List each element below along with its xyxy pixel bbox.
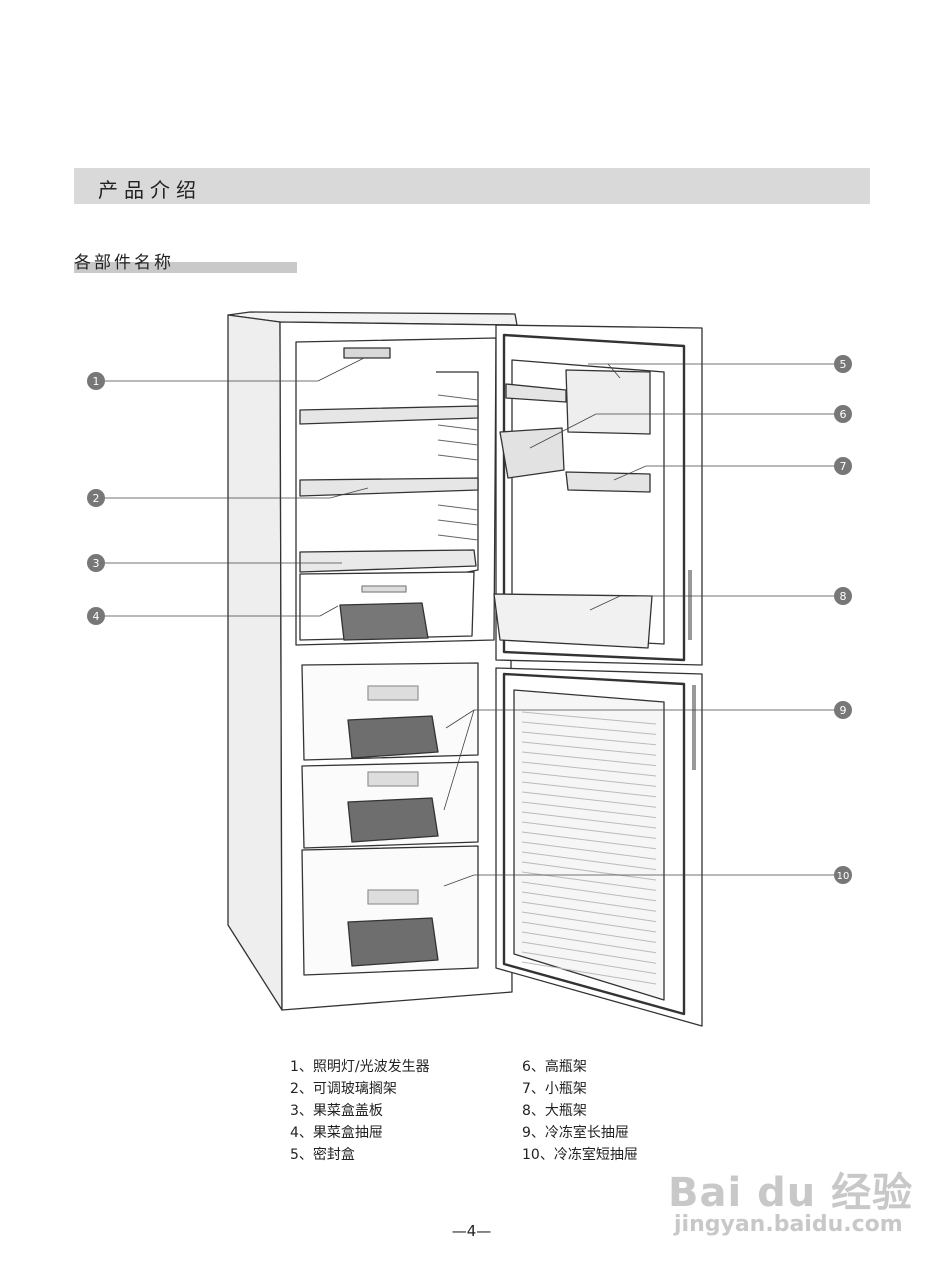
watermark-url: jingyan.baidu.com [674, 1212, 903, 1237]
legend-item: 9、冷冻室长抽屉 [522, 1125, 629, 1141]
page-number: —4— [451, 1222, 492, 1240]
freezer-liner-groove [521, 781, 657, 798]
subsection-title: 各部件名称 [74, 253, 174, 273]
sealed-box [565, 369, 651, 435]
legend-left-column: 1、照明灯/光波发生器 2、可调玻璃搁架 3、果菜盒盖板 4、果菜盒抽屉 5、密… [290, 1056, 430, 1166]
freezer-liner-groove [521, 911, 657, 933]
freezer-liner-groove [521, 861, 657, 881]
callout-2 [87, 489, 105, 507]
freezer-liner-groove [521, 881, 657, 902]
freezer-liner-groove [521, 721, 657, 735]
freezer-liner-groove [521, 741, 657, 756]
freezer-liner-groove [521, 731, 657, 746]
callout-3 [87, 554, 105, 572]
callout-4 [87, 607, 105, 625]
section-header-bar [74, 168, 870, 204]
callout-5-label: 5 [840, 358, 847, 371]
legend-item: 1、照明灯/光波发生器 [290, 1059, 430, 1075]
freezer-liner-groove [521, 711, 657, 725]
callout-5 [834, 355, 852, 373]
freezer-liner-groove [521, 851, 657, 871]
legend-item: 2、可调玻璃搁架 [290, 1081, 397, 1097]
callout-2-label: 2 [93, 492, 100, 505]
callout-3-label: 3 [93, 557, 100, 570]
small-bottle-rack [565, 471, 651, 493]
large-bottle-rack [493, 593, 653, 649]
tall-bottle-rack [499, 427, 565, 479]
baidu-watermark: Bai du 经验 jingyan.baidu.com [668, 1160, 913, 1237]
freezer-liner-groove [521, 841, 657, 860]
watermark-logo: Bai du 经验 [668, 1170, 914, 1216]
legend-item: 5、密封盒 [290, 1147, 355, 1163]
callout-1-label: 1 [93, 375, 100, 388]
subsection-underline-bar [74, 262, 297, 273]
freezer-liner-groove [521, 901, 657, 923]
callout-7 [834, 457, 852, 475]
glass-shelf [299, 477, 479, 497]
freezer-liner-groove [521, 751, 657, 767]
legend-item: 4、果菜盒抽屉 [290, 1125, 383, 1141]
freezer-liner-groove [521, 761, 657, 777]
freezer-liner-groove [521, 951, 657, 975]
callout-7-label: 7 [840, 460, 847, 473]
legend-item: 10、冷冻室短抽屉 [522, 1147, 638, 1163]
freezer-liner-groove [521, 831, 657, 850]
callout-4-label: 4 [93, 610, 100, 623]
callout-8 [834, 587, 852, 605]
callout-1 [87, 372, 105, 390]
legend-item: 3、果菜盒盖板 [290, 1103, 383, 1119]
callout-8-label: 8 [840, 590, 847, 603]
crisper-cover [299, 549, 477, 573]
freezer-liner-groove [521, 811, 657, 829]
callout-10 [834, 866, 852, 884]
callout-6 [834, 405, 852, 423]
freezer-liner-groove [521, 931, 657, 954]
legend-item: 7、小瓶架 [522, 1081, 587, 1097]
callout-10-label: 10 [837, 871, 850, 882]
callout-6-label: 6 [840, 408, 847, 421]
section-title: 产品介绍 [98, 178, 202, 202]
legend-item: 8、大瓶架 [522, 1103, 587, 1119]
freezer-liner-groove [521, 821, 657, 839]
freezer-liner-groove [521, 941, 657, 964]
freezer-liner-groove [521, 791, 657, 808]
freezer-liner-groove [521, 771, 657, 787]
callout-9 [834, 701, 852, 719]
cabinet-side [227, 314, 283, 1011]
freezer-liner-groove [521, 891, 657, 912]
freezer-liner-groove [521, 801, 657, 819]
glass-shelf [299, 405, 479, 425]
legend-right-column: 6、高瓶架 7、小瓶架 8、大瓶架 9、冷冻室长抽屉 10、冷冻室短抽屉 [522, 1056, 638, 1166]
light-housing [343, 347, 391, 359]
callout-9-label: 9 [840, 704, 847, 717]
legend-item: 6、高瓶架 [522, 1059, 587, 1075]
freezer-liner-groove [521, 921, 657, 943]
freezer-liner-groove [521, 961, 657, 985]
